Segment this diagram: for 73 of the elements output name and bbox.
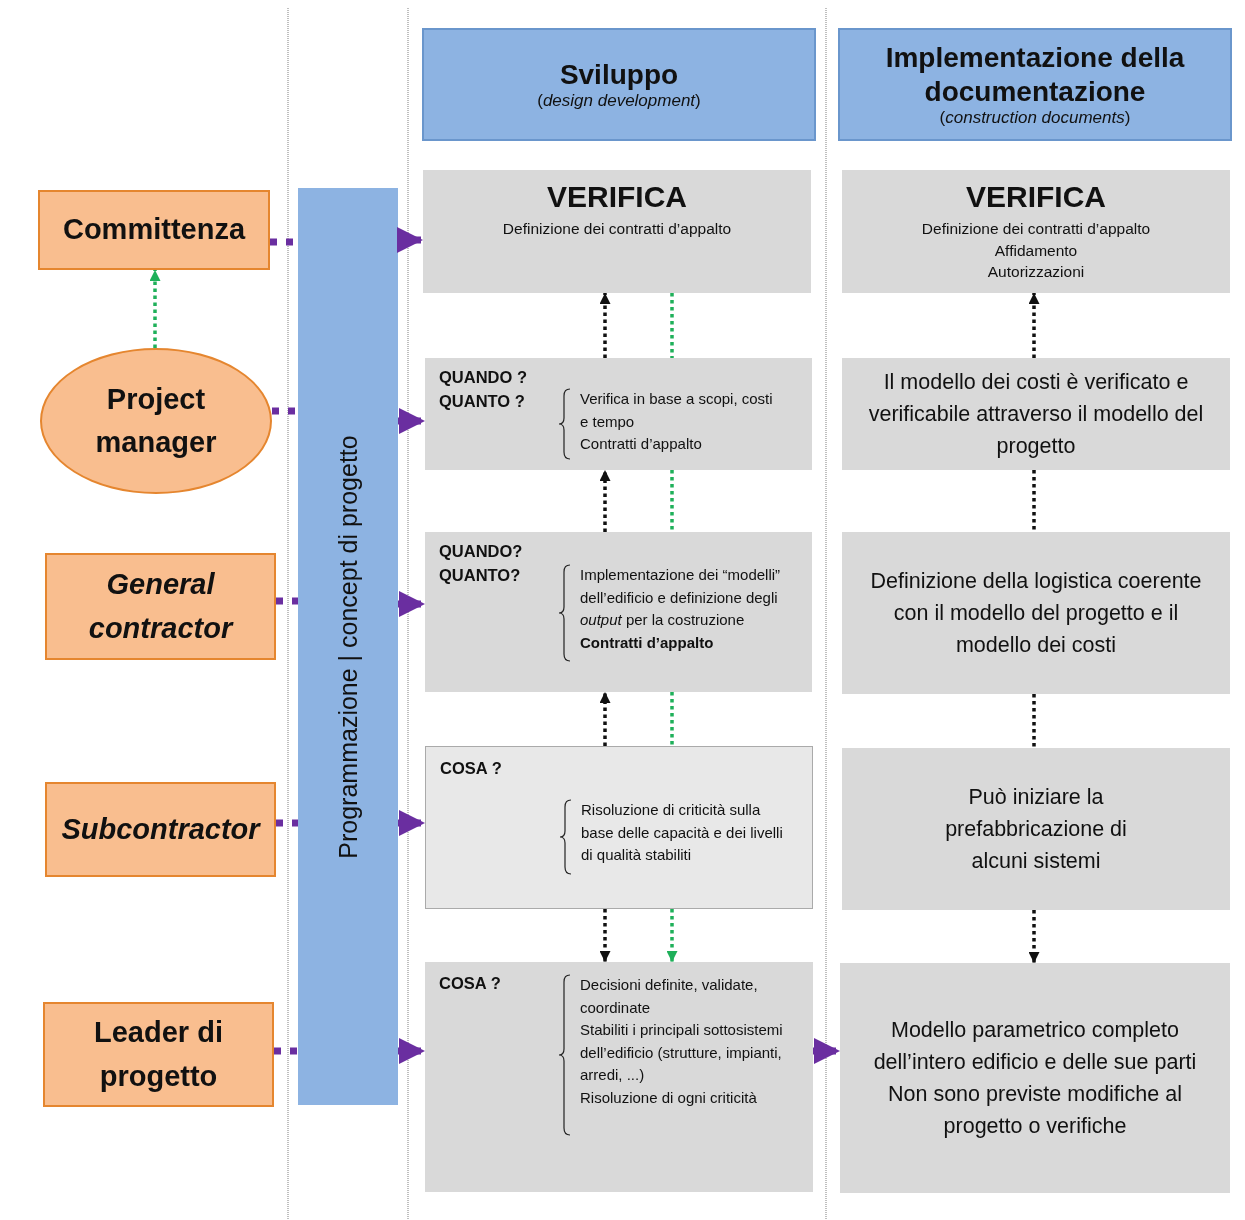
dotted-line (272, 407, 298, 415)
description-text: Verifica in base a scopi, costi e tempo (580, 389, 774, 432)
dotted-arrow (398, 408, 425, 434)
dotted-arrow (1028, 910, 1040, 963)
phase-header (838, 28, 1232, 141)
phase-step-box (425, 532, 812, 692)
node-label: Project manager (94, 381, 218, 460)
question-label: COSA ? (440, 758, 503, 779)
question-label: COSA ? (439, 973, 502, 994)
description-text: Implementazione dei “modelli” dell’edificio e definizione degli output per la costruzione (580, 565, 782, 630)
dotted-line (670, 293, 674, 358)
actor-box (38, 190, 270, 270)
phase-step-box (425, 962, 813, 1192)
dotted-line (670, 470, 674, 532)
step-box (842, 748, 1230, 910)
dotted-line (276, 597, 298, 605)
dotted-arrow (599, 692, 611, 746)
description-text: Affidamento (994, 240, 1078, 261)
dotted-arrow (149, 270, 161, 348)
description-text: Autorizzazioni (987, 262, 1085, 283)
dotted-arrow (666, 909, 678, 962)
actor-box (43, 1002, 274, 1107)
description-text: Definizione dei contratti d’appalto (502, 219, 732, 239)
node-label: General contractor (87, 567, 235, 646)
node-label: Leader di progetto (93, 1015, 224, 1094)
dotted-line (1032, 694, 1036, 748)
question-label: QUANDO? QUANTO? (439, 541, 524, 586)
description-text: Modello parametrico completo dell’intero edificio e delle sue parti (872, 1016, 1198, 1076)
dotted-arrow (599, 909, 611, 962)
box-title: VERIFICA (547, 180, 687, 214)
phase-step-box (425, 746, 813, 909)
dotted-arrow (1028, 293, 1040, 358)
header-title: Implementazione della documentazione (884, 40, 1186, 109)
description-text: Risoluzione di ogni criticità (580, 1087, 758, 1108)
header-subtitle: (construction documents) (939, 108, 1131, 129)
phase-step-box (425, 358, 812, 470)
description-text: Contratti d’appalto (580, 434, 703, 454)
description-text: Risoluzione di criticità sulla base delle capacità e dei livelli di qualità stabiliti (581, 800, 784, 865)
step-box (842, 358, 1230, 470)
actor-box (45, 553, 276, 660)
description-text: Può iniziare la prefabbricazione di alcuni sistemi (944, 783, 1128, 876)
step-box (840, 963, 1230, 1193)
node-label: Committenza (62, 212, 246, 248)
dotted-line (276, 819, 298, 827)
verification-box (842, 170, 1230, 293)
description-text: Il modello dei costi è verificato e verificabile attraverso il modello del progetto (867, 368, 1205, 461)
description-text: Definizione della logistica coerente con il modello del progetto e il modello dei costi (869, 567, 1203, 660)
dotted-arrow (599, 470, 611, 532)
description-text: Decisioni definite, validate, coordinate (580, 975, 759, 1018)
phase-header (422, 28, 816, 141)
dotted-arrow (397, 227, 423, 253)
description-text: Stabiliti i principali sottosistemi dell’edificio (strutture, impianti, arredi, ...) (580, 1020, 784, 1085)
description-text: Definizione dei contratti d’appalto (921, 219, 1151, 239)
dotted-arrow (813, 1038, 840, 1064)
vertical-band (298, 188, 398, 1105)
node-label: Programmazione | concept di progetto (333, 434, 363, 859)
description-text: Contratti d’appalto (580, 632, 715, 653)
question-label: QUANDO ? QUANTO ? (439, 367, 528, 412)
header-title: Sviluppo (559, 57, 679, 92)
description-text: Non sono previste modifiche al progetto o verifiche (887, 1081, 1183, 1141)
actor-box (45, 782, 276, 877)
dotted-line (670, 692, 674, 746)
verification-box (423, 170, 811, 293)
dotted-line (274, 1047, 298, 1055)
dotted-line (1032, 470, 1036, 532)
node-label: Subcontractor (61, 811, 260, 847)
step-box (842, 532, 1230, 694)
header-subtitle: (design development) (537, 91, 701, 112)
dotted-arrow (398, 810, 425, 836)
dotted-arrow (398, 1038, 425, 1064)
dotted-arrow (398, 591, 425, 617)
box-title: VERIFICA (966, 180, 1106, 214)
dotted-arrow (599, 293, 611, 358)
